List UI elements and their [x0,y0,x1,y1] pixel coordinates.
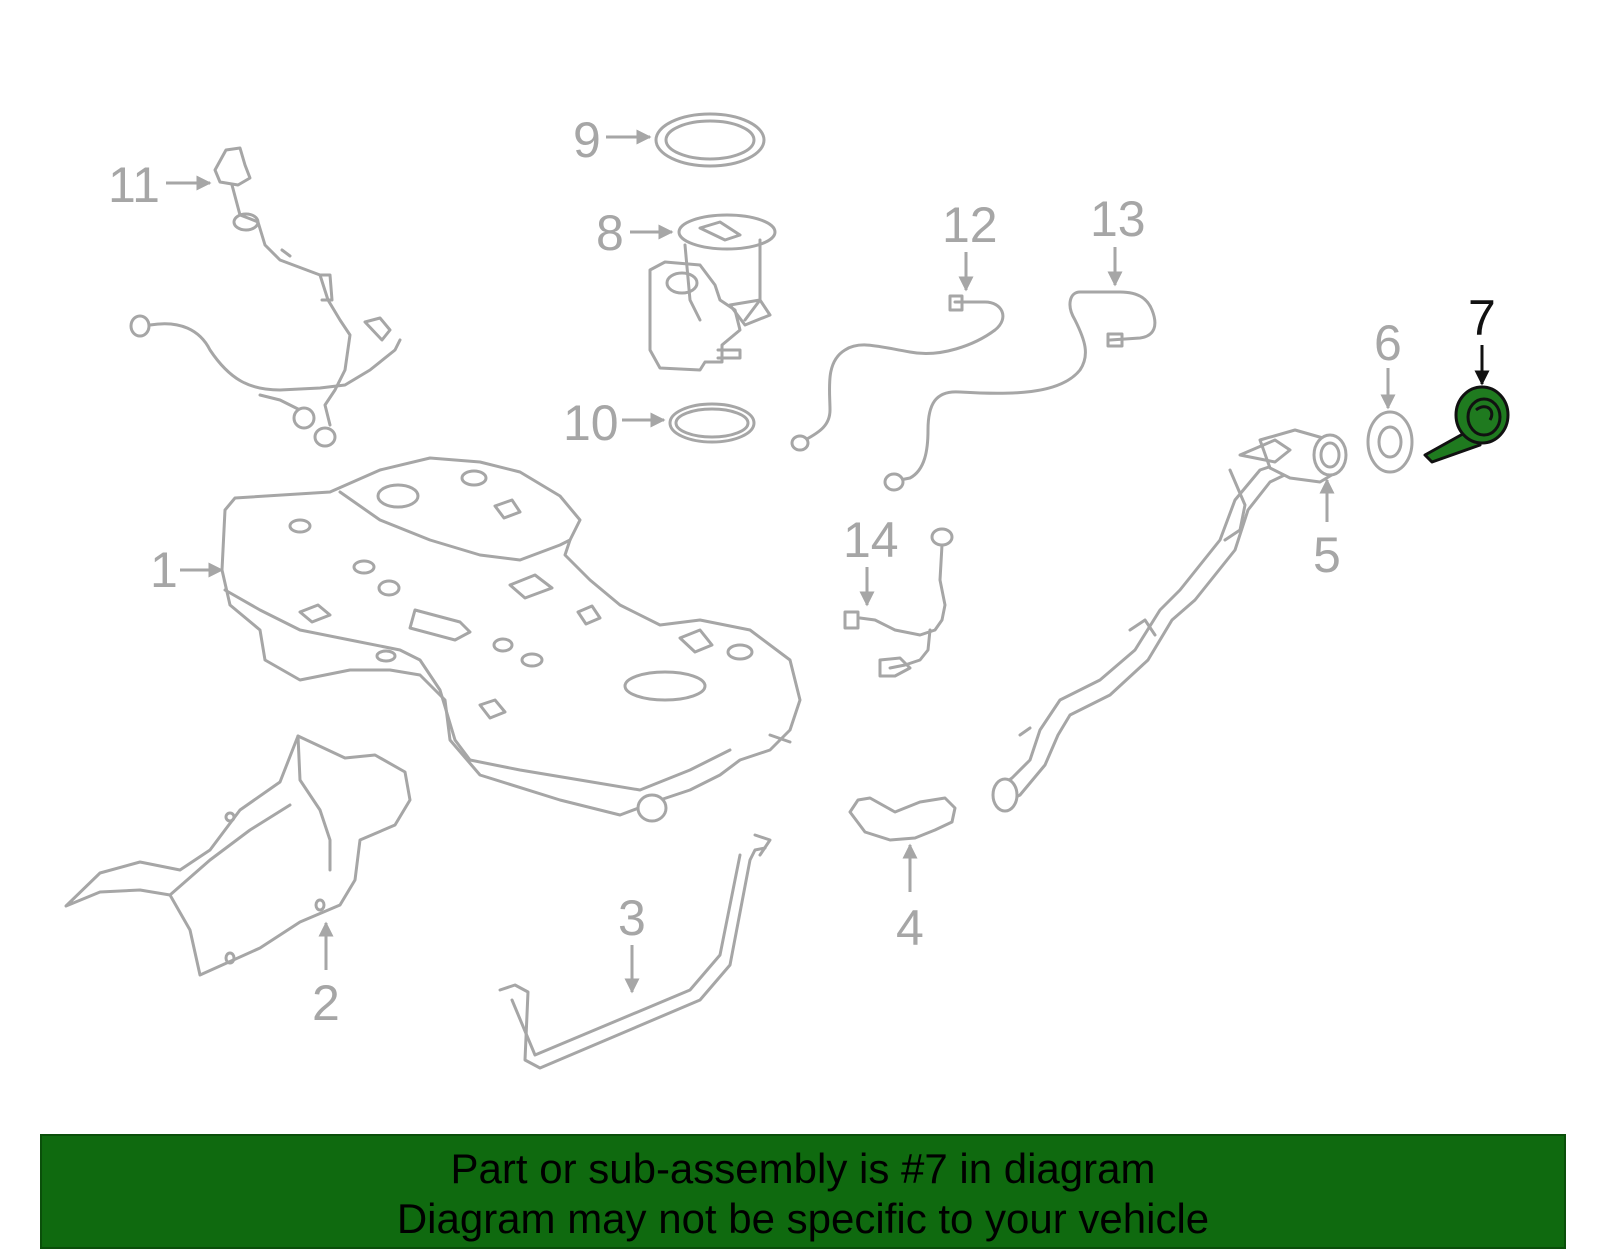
banner-line-part-number: Part or sub-assembly is #7 in diagram [450,1145,1156,1192]
callout-10: 10 [563,395,666,451]
callout-3: 3 [618,890,646,994]
svg-text:1: 1 [150,542,178,598]
seal-ring-part [654,112,766,168]
hose-part [848,796,957,842]
callout-2: 2 [312,921,340,1031]
callout-7: 7 [1468,290,1496,386]
breather-hose-part [843,527,954,678]
callout-1: 1 [150,542,224,598]
svg-text:3: 3 [618,890,646,946]
wiring-harness-part [129,146,402,448]
callout-9: 9 [573,112,652,168]
banner-line-disclaimer: Diagram may not be specific to your vehi… [396,1195,1210,1242]
svg-text:12: 12 [942,197,998,253]
svg-text:14: 14 [843,512,899,568]
vent-line-part [883,290,1157,492]
filler-neck-part [991,428,1348,813]
svg-text:13: 13 [1090,191,1146,247]
svg-text:7: 7 [1468,290,1496,346]
svg-text:8: 8 [596,205,624,261]
callout-4: 4 [896,843,924,956]
svg-text:2: 2 [312,975,340,1031]
fuel-pump-module-part [648,213,777,372]
callout-11: 11 [108,157,212,213]
fuel-cap-part[interactable] [1423,385,1510,464]
fuel-line-part [790,294,1005,452]
svg-text:4: 4 [896,900,924,956]
svg-text:9: 9 [573,112,601,168]
callout-13: 13 [1090,191,1146,287]
o-ring-part [668,402,756,444]
heat-shield-part [64,734,412,977]
svg-text:11: 11 [108,157,160,213]
fuel-tank-part [220,456,802,823]
svg-text:10: 10 [563,395,619,451]
callout-14: 14 [843,512,899,607]
svg-text:6: 6 [1374,315,1402,371]
callout-12: 12 [942,197,998,292]
callout-5: 5 [1313,478,1341,583]
tank-strap-part [498,833,772,1070]
svg-text:5: 5 [1313,527,1341,583]
callout-6: 6 [1374,315,1402,410]
info-banner: Part or sub-assembly is #7 in diagram Di… [40,1134,1566,1249]
callout-8: 8 [596,205,674,261]
gasket-part [1366,410,1414,474]
